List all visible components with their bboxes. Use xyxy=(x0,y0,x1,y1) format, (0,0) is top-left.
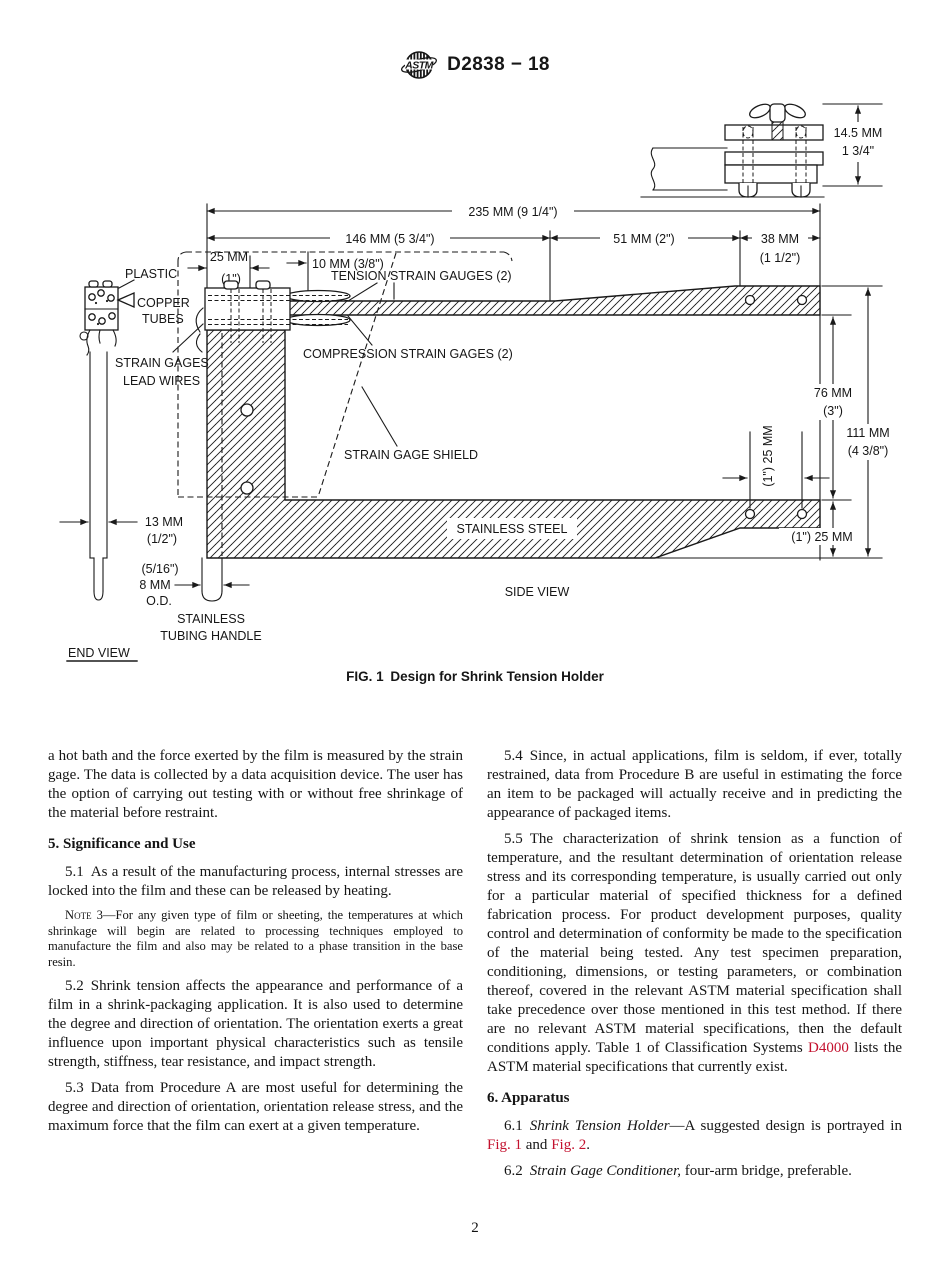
label-plastic: PLASTIC xyxy=(125,267,177,281)
document-number: D2838 − 18 xyxy=(447,54,550,75)
side-view: 76 MM (3") 111 MM (4 3/8") (1") 25 MM (1… xyxy=(139,269,897,643)
paragraph-text: Since, in actual applications, film is s… xyxy=(487,748,902,821)
label-stainless: STAINLESS xyxy=(177,612,245,626)
label-tension-strain-gauges: TENSION STRAIN GAUGES (2) xyxy=(331,269,512,283)
paragraph-text: The characterization of shrink tension a… xyxy=(487,831,902,1056)
dim-label-111mm-in: (4 3/8") xyxy=(848,444,889,458)
dim-label-76mm-in: (3") xyxy=(823,404,843,418)
figure-caption: FIG. 1 Design for Shrink Tension Holder xyxy=(346,669,604,684)
dim-label-51mm: 51 MM (2") xyxy=(613,232,674,246)
left-column: a hot bath and the force exerted by the … xyxy=(48,747,463,1143)
label-strain-gage-shield: STRAIN GAGE SHIELD xyxy=(344,448,478,462)
clamp-detail-view: 14.5 MM 1 3/4" xyxy=(640,103,887,198)
paragraph-text: As a result of the manufacturing process… xyxy=(48,864,463,899)
label-tubing-handle: TUBING HANDLE xyxy=(160,629,261,643)
paragraph-text: Shrink tension affects the appearance an… xyxy=(48,978,463,1071)
link-d4000[interactable]: D4000 xyxy=(808,1040,849,1056)
dim-label-25mm: 25 MM xyxy=(210,250,248,264)
dim-label-146mm: 146 MM (5 3/4") xyxy=(345,232,434,246)
dim-label-1-3-4in: 1 3/4" xyxy=(842,144,874,158)
paragraph-text: four-arm bridge, preferable. xyxy=(681,1163,852,1179)
dim-label-od: O.D. xyxy=(146,594,172,608)
paragraph-text: —A suggested design is portrayed in xyxy=(669,1118,902,1134)
apparatus-name: Shrink Tension Holder xyxy=(529,1118,670,1134)
label-end-view: END VIEW xyxy=(68,646,130,660)
paragraph-text: Data from Procedure A are most useful fo… xyxy=(48,1080,463,1135)
end-view: 13 MM (1/2") PLASTIC COPPER TUBES STRAIN… xyxy=(59,267,209,662)
label-stainless-steel: STAINLESS STEEL xyxy=(457,522,568,536)
paragraph-number: 5.4 xyxy=(504,748,523,764)
section-5-heading: 5. Significance and Use xyxy=(48,836,196,852)
label-strain-gages: STRAIN GAGES xyxy=(115,356,209,370)
paragraph-text: lists the ASTM material specifications t… xyxy=(487,1040,902,1075)
page-number: 2 xyxy=(471,1220,479,1236)
paragraph-number: 5.3 xyxy=(65,1080,84,1097)
link-fig-1[interactable]: Fig. 1 xyxy=(487,1137,523,1153)
dim-label-111mm: 111 MM xyxy=(846,426,889,440)
section-6-heading: 6. Apparatus xyxy=(487,1090,570,1106)
label-tubes: TUBES xyxy=(142,312,184,326)
dim-label-14-5mm: 14.5 MM xyxy=(834,126,883,140)
note-3: Note 3—For any given type of film or she… xyxy=(48,908,463,970)
dim-label-235mm: 235 MM (9 1/4") xyxy=(468,205,557,219)
page-header: ASTM D2838 − 18 xyxy=(0,48,950,82)
label-copper: COPPER xyxy=(137,296,190,310)
dim-label-38mm-in: (1 1/2") xyxy=(760,251,801,265)
dim-label-25mm-hole-spacing: (1") 25 MM xyxy=(761,425,775,486)
figure-1-drawing: 14.5 MM 1 3/4" 235 MM (9 1/4") 146 MM (5… xyxy=(59,103,897,662)
apparatus-name: Strain Gage Conditioner, xyxy=(529,1163,682,1179)
paragraph-number: 5.2 xyxy=(65,978,84,995)
paragraph-number: 5.1 xyxy=(65,864,84,880)
paragraph-number: 6.2 xyxy=(504,1163,523,1179)
wing-nut-icon xyxy=(749,103,771,119)
astm-logo-text: ASTM xyxy=(404,60,434,72)
label-compression-strain-gages: COMPRESSION STRAIN GAGES (2) xyxy=(303,347,513,361)
dim-label-25mm-thickness: (1") 25 MM xyxy=(791,530,852,544)
dim-label-76mm: 76 MM xyxy=(814,386,852,400)
link-fig-2[interactable]: Fig. 2 xyxy=(551,1137,587,1153)
dim-label-38mm: 38 MM xyxy=(761,232,799,246)
dim-label-5-16in: (5/16") xyxy=(141,562,178,576)
paragraph-continuation: a hot bath and the force exerted by the … xyxy=(48,748,463,821)
astm-logo-icon: ASTM xyxy=(401,51,438,79)
paragraph-number: 6.1 xyxy=(504,1118,523,1134)
note-label: Note 3 xyxy=(65,908,103,922)
paragraph-6-2: 6.2 Strain Gage Conditioner, four-arm bri… xyxy=(487,1162,902,1181)
dim-label-8mm: 8 MM xyxy=(139,578,170,592)
dim-label-13mm-in: (1/2") xyxy=(147,532,177,546)
dim-label-10mm: 10 MM (3/8") xyxy=(312,257,384,271)
dim-label-13mm: 13 MM xyxy=(145,515,183,529)
paragraph-text: . xyxy=(586,1137,590,1153)
paragraph-text: and xyxy=(522,1137,552,1153)
label-lead-wires: LEAD WIRES xyxy=(123,374,200,388)
note-text: —For any given type of film or sheeting,… xyxy=(48,908,463,969)
paragraph-6-1: 6.1 Shrink Tension Holder—A suggested des… xyxy=(487,1117,902,1155)
paragraph-number: 5.5 xyxy=(504,831,523,847)
label-side-view: SIDE VIEW xyxy=(505,585,570,599)
